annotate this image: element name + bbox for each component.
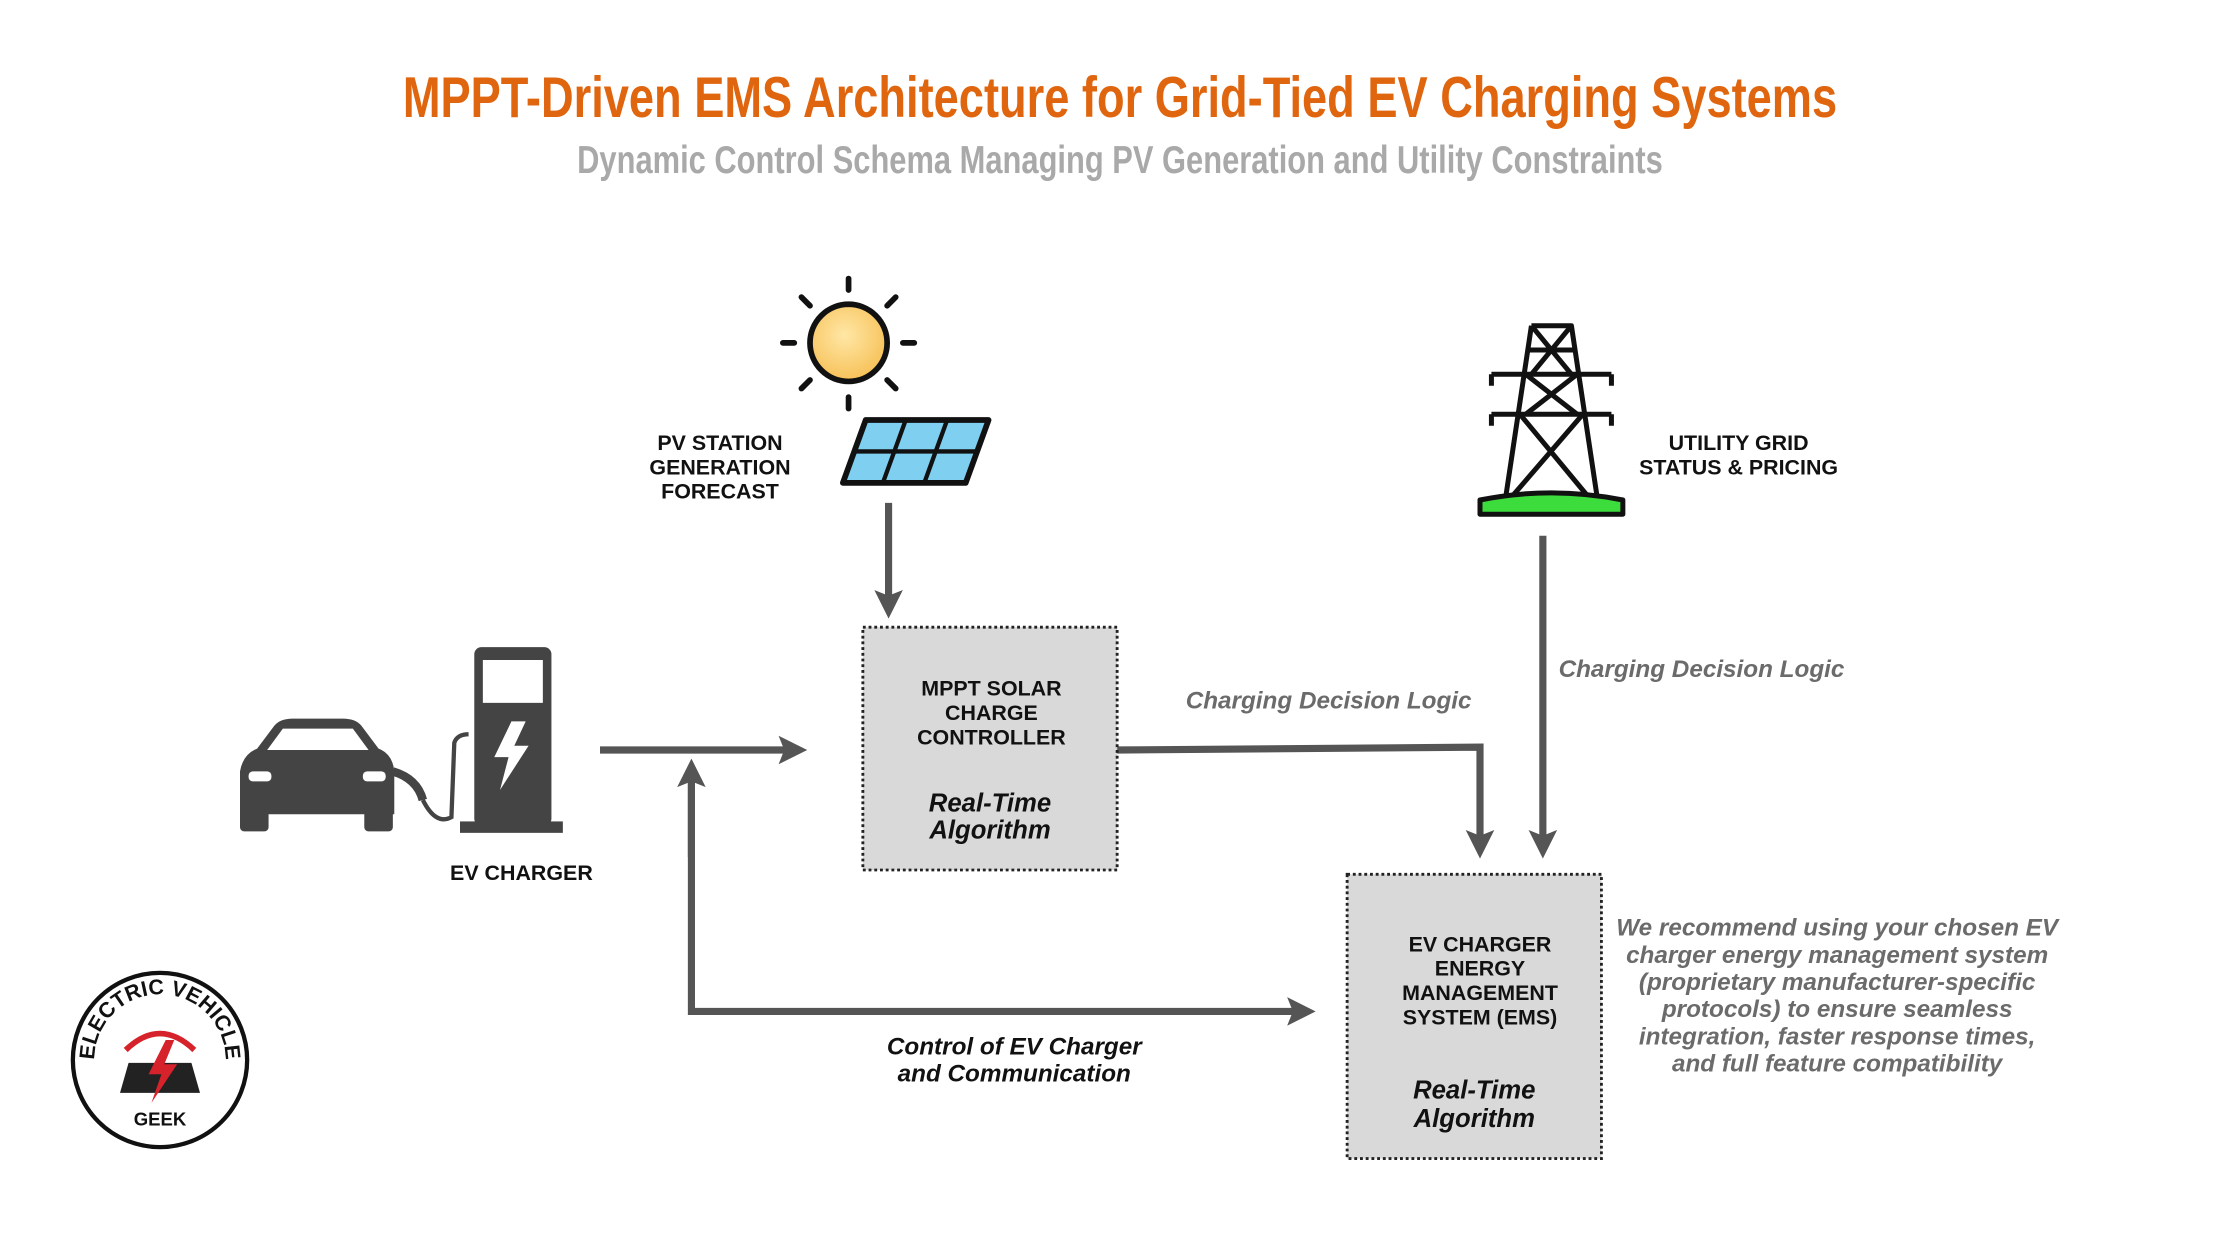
grid-to-ems-label: Charging Decision Logic xyxy=(1559,656,1845,683)
transmission-tower-icon xyxy=(1477,323,1626,517)
mppt-to-ems-label: Charging Decision Logic xyxy=(1186,688,1472,715)
page-subtitle: Dynamic Control Schema Managing PV Gener… xyxy=(577,139,1663,182)
note-line: (proprietary manufacturer-specific xyxy=(1639,969,2036,996)
electric-vehicle-geek-logo: ELECTRIC VEHICLE GEEK xyxy=(70,970,250,1150)
ems-line-1: EV CHARGER xyxy=(1409,932,1552,956)
ems-sub-2: Algorithm xyxy=(1413,1105,1535,1133)
note-line: integration, faster response times, xyxy=(1639,1023,2035,1050)
control-label-line-1: Control of EV Charger xyxy=(887,1033,1143,1060)
solar-panel-icon xyxy=(840,417,992,486)
mppt-controller-box xyxy=(861,625,1119,872)
mppt-sub-2: Algorithm xyxy=(928,817,1050,845)
ems-line-4: SYSTEM (EMS) xyxy=(1403,1005,1558,1029)
mppt-to-ems-arrow xyxy=(1117,743,1495,859)
logo-text-bottom: GEEK xyxy=(134,1109,187,1130)
page-title: MPPT-Driven EMS Architecture for Grid-Ti… xyxy=(403,66,1837,130)
car-icon xyxy=(240,718,427,832)
recommendation-note: We recommend using your chosen EV charge… xyxy=(1616,915,2060,1078)
ev-charger-label: EV CHARGER xyxy=(450,861,593,885)
mppt-line-3: CONTROLLER xyxy=(917,725,1066,749)
ems-line-3: MANAGEMENT xyxy=(1402,981,1558,1005)
mppt-line-1: MPPT SOLAR xyxy=(921,677,1062,701)
grid-label-line-2: STATUS & PRICING xyxy=(1639,455,1838,479)
ems-box xyxy=(1345,872,1603,1160)
ems-sub-1: Real-Time xyxy=(1413,1077,1535,1105)
pv-label-line-1: PV STATION xyxy=(657,431,782,455)
grid-label-line-1: UTILITY GRID xyxy=(1669,431,1809,455)
note-line: charger energy management system xyxy=(1626,942,2048,969)
note-line: We recommend using your chosen EV xyxy=(1616,915,2060,942)
note-line: protocols) to ensure seamless xyxy=(1661,996,2013,1023)
sun-icon xyxy=(780,275,918,412)
arrows xyxy=(600,502,1558,1026)
control-label-line-2: and Communication xyxy=(898,1060,1131,1087)
ems-line-2: ENERGY xyxy=(1435,957,1525,981)
mppt-line-2: CHARGE xyxy=(945,701,1038,725)
note-line: and full feature compatibility xyxy=(1672,1050,2004,1077)
pv-label-line-3: FORECAST xyxy=(661,480,779,504)
charging-station-icon xyxy=(420,647,563,833)
mppt-sub-1: Real-Time xyxy=(929,789,1051,817)
pv-label-line-2: GENERATION xyxy=(649,455,790,479)
